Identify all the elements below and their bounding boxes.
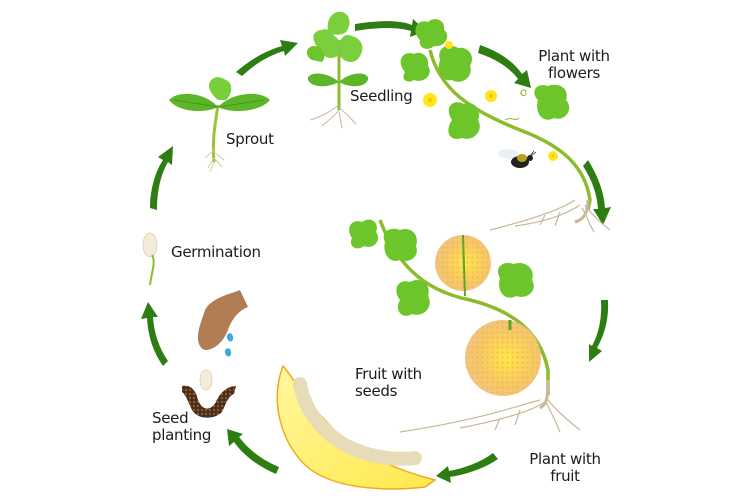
label-line: flowers [547, 64, 600, 82]
seed-icon [199, 369, 213, 391]
plant-with-fruit-illustration [349, 219, 581, 433]
arrow-flowers-to-fruit-icon [583, 160, 611, 225]
water-drop-icon [226, 333, 234, 342]
seed-planting-illustration [182, 290, 248, 418]
germinating-seed-icon [142, 232, 158, 286]
arrow-seedling-to-flowers-icon [355, 19, 426, 37]
label-plant-with-flowers: Plant with flowers [529, 48, 619, 82]
label-line: fruit [550, 467, 580, 485]
soil-icon [182, 385, 236, 418]
label-plant-with-fruit: Plant with fruit [520, 451, 610, 485]
sprout-illustration [169, 77, 270, 173]
label-line: Fruit with [355, 365, 422, 383]
label-seed-planting: Seed planting [152, 410, 211, 444]
label-seedling: Seedling [350, 87, 413, 105]
melon-slice-illustration [276, 364, 437, 490]
arrow-seeds-to-planting-icon [227, 429, 279, 474]
label-line: Plant with [529, 450, 601, 468]
label-sprout: Sprout [226, 130, 274, 148]
seedling-illustration [306, 11, 369, 129]
hand-icon [197, 290, 248, 350]
bee-icon [498, 149, 537, 168]
arrow-fruit-to-seeds-icon [436, 453, 498, 483]
arrow-to-plant-with-flowers-icon [478, 45, 531, 88]
label-line: Seed [152, 409, 189, 427]
label-line: seeds [355, 382, 398, 400]
arrow-germination-to-sprout-icon [150, 146, 173, 210]
cycle-arrows [141, 19, 611, 483]
arrow-sprout-to-seedling-icon [236, 40, 298, 76]
label-line: planting [152, 426, 212, 444]
label-line: Plant with [538, 47, 610, 65]
plant-with-flowers-illustration [400, 19, 611, 233]
water-drop-icon [224, 348, 232, 357]
arrow-planting-to-germination-icon [141, 302, 168, 366]
label-fruit-with-seeds: Fruit with seeds [355, 366, 422, 400]
label-germination: Germination [171, 243, 261, 261]
arrow-right-lower-icon [589, 300, 609, 362]
